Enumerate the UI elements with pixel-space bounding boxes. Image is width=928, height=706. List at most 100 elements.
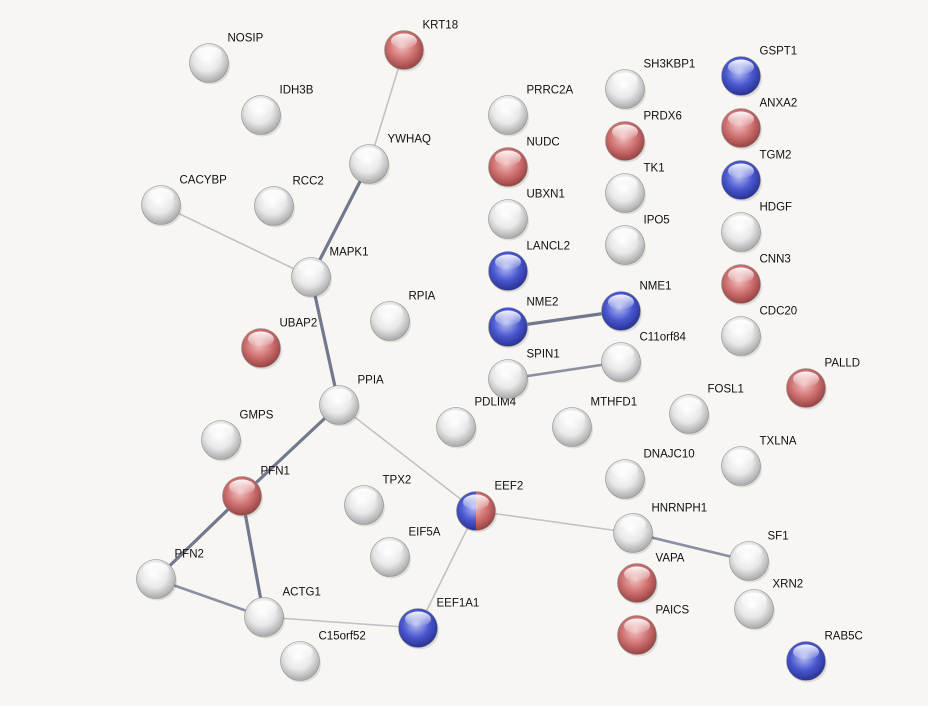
edge-krt18-ywhaq bbox=[368, 49, 405, 165]
node-label: EEF2 bbox=[495, 481, 524, 493]
node-rab5c[interactable]: RAB5C bbox=[786, 631, 863, 683]
node-ubap2[interactable]: UBAP2 bbox=[241, 318, 318, 370]
node-label: PRDX6 bbox=[644, 111, 682, 123]
node-label: DNAJC10 bbox=[644, 449, 695, 461]
node-vapa[interactable]: VAPA bbox=[617, 553, 685, 605]
node-label: CACYBP bbox=[180, 175, 228, 187]
node-spin1[interactable]: SPIN1 bbox=[488, 349, 560, 401]
node-cdc20[interactable]: CDC20 bbox=[721, 306, 798, 358]
node-label: NOSIP bbox=[228, 33, 264, 45]
node-gmps[interactable]: GMPS bbox=[201, 410, 274, 462]
node-prrc2a[interactable]: PRRC2A bbox=[488, 85, 574, 137]
node-label: PRRC2A bbox=[527, 85, 574, 97]
node-label: SPIN1 bbox=[527, 349, 560, 361]
node-label: VAPA bbox=[656, 553, 685, 565]
node-ipo5[interactable]: IPO5 bbox=[605, 215, 670, 267]
node-label: PPIA bbox=[358, 375, 385, 387]
node-label: TXLNA bbox=[760, 436, 797, 448]
node-pfn1[interactable]: PFN1 bbox=[222, 466, 290, 518]
edge-mapk1-ppia bbox=[309, 275, 341, 407]
node-label: SH3KBP1 bbox=[644, 59, 696, 71]
edge-eef2-hnrnph1 bbox=[475, 510, 634, 534]
node-eif5a[interactable]: EIF5A bbox=[370, 527, 441, 579]
node-label: PFN1 bbox=[261, 466, 290, 478]
node-ywhaq[interactable]: YWHAQ bbox=[349, 134, 432, 186]
edge-cacybp-mapk1 bbox=[160, 204, 312, 278]
node-label: UBAP2 bbox=[280, 318, 318, 330]
edge-ppia-eef2 bbox=[338, 404, 477, 512]
node-label: EEF1A1 bbox=[437, 598, 480, 610]
node-nme2[interactable]: NME2 bbox=[488, 297, 559, 349]
node-label: MAPK1 bbox=[330, 247, 369, 259]
node-pdlim4[interactable]: PDLIM4 bbox=[436, 397, 517, 449]
node-label: HNRNPH1 bbox=[652, 503, 708, 515]
node-dnajc10[interactable]: DNAJC10 bbox=[605, 449, 695, 501]
node-label: LANCL2 bbox=[527, 241, 570, 253]
node-nudc[interactable]: NUDC bbox=[488, 137, 560, 189]
edge-pfn1-actg1 bbox=[240, 494, 266, 619]
node-rpia[interactable]: RPIA bbox=[370, 291, 436, 343]
node-ppia[interactable]: PPIA bbox=[319, 375, 385, 427]
node-idh3b[interactable]: IDH3B bbox=[241, 85, 314, 137]
node-label: SF1 bbox=[768, 531, 789, 543]
node-ubxn1[interactable]: UBXN1 bbox=[488, 189, 565, 241]
node-label: YWHAQ bbox=[388, 134, 432, 146]
node-label: PAICS bbox=[656, 605, 690, 617]
node-fosl1[interactable]: FOSL1 bbox=[669, 384, 744, 436]
node-cnn3[interactable]: CNN3 bbox=[721, 254, 791, 306]
node-rcc2[interactable]: RCC2 bbox=[254, 176, 324, 228]
node-label: CDC20 bbox=[760, 306, 798, 318]
node-label: C15orf52 bbox=[319, 631, 366, 643]
node-label: PALLD bbox=[825, 358, 861, 370]
edge-hnrnph1-sf1 bbox=[631, 531, 751, 563]
edge-pfn1-pfn2 bbox=[154, 494, 244, 581]
node-label: NUDC bbox=[527, 137, 560, 149]
node-sf1[interactable]: SF1 bbox=[729, 531, 789, 583]
edge-ywhaq-mapk1 bbox=[309, 162, 371, 279]
node-pfn2[interactable]: PFN2 bbox=[136, 549, 204, 601]
node-label: TK1 bbox=[644, 163, 665, 175]
edge-actg1-eef1a1 bbox=[263, 616, 419, 629]
node-sh3kbp1[interactable]: SH3KBP1 bbox=[605, 59, 696, 111]
node-c15orf52[interactable]: C15orf52 bbox=[280, 631, 366, 683]
node-label: PDLIM4 bbox=[475, 397, 517, 409]
node-cacybp[interactable]: CACYBP bbox=[141, 175, 228, 227]
node-nosip[interactable]: NOSIP bbox=[189, 33, 264, 85]
node-palld[interactable]: PALLD bbox=[786, 358, 861, 410]
node-label: ANXA2 bbox=[760, 98, 798, 110]
node-mthfd1[interactable]: MTHFD1 bbox=[552, 397, 638, 449]
node-label: TGM2 bbox=[760, 150, 792, 162]
node-gspt1[interactable]: GSPT1 bbox=[721, 46, 798, 98]
edge-eef1a1-eef2 bbox=[417, 510, 477, 629]
node-label: RPIA bbox=[409, 291, 436, 303]
node-c11orf84[interactable]: C11orf84 bbox=[601, 332, 687, 384]
node-lancl2[interactable]: LANCL2 bbox=[488, 241, 570, 293]
node-label: KRT18 bbox=[423, 20, 459, 32]
node-txlna[interactable]: TXLNA bbox=[721, 436, 797, 488]
node-label: NME2 bbox=[527, 297, 559, 309]
node-mapk1[interactable]: MAPK1 bbox=[291, 247, 369, 299]
node-label: EIF5A bbox=[409, 527, 441, 539]
node-eef2[interactable]: EEF2 bbox=[456, 481, 524, 533]
node-actg1[interactable]: ACTG1 bbox=[244, 587, 321, 639]
node-label: HDGF bbox=[760, 202, 793, 214]
node-label: NME1 bbox=[640, 281, 672, 293]
node-nme1[interactable]: NME1 bbox=[601, 281, 672, 333]
node-label: UBXN1 bbox=[527, 189, 565, 201]
node-anxa2[interactable]: ANXA2 bbox=[721, 98, 798, 150]
node-paics[interactable]: PAICS bbox=[617, 605, 690, 657]
node-tpx2[interactable]: TPX2 bbox=[344, 475, 412, 527]
node-hdgf[interactable]: HDGF bbox=[721, 202, 793, 254]
node-tk1[interactable]: TK1 bbox=[605, 163, 665, 215]
node-eef1a1[interactable]: EEF1A1 bbox=[398, 598, 480, 650]
node-krt18[interactable]: KRT18 bbox=[384, 20, 459, 72]
node-hnrnph1[interactable]: HNRNPH1 bbox=[613, 503, 708, 555]
node-tgm2[interactable]: TGM2 bbox=[721, 150, 792, 202]
node-label: IDH3B bbox=[280, 85, 314, 97]
node-label: FOSL1 bbox=[708, 384, 744, 396]
node-prdx6[interactable]: PRDX6 bbox=[605, 111, 682, 163]
node-xrn2[interactable]: XRN2 bbox=[734, 579, 804, 631]
node-label: TPX2 bbox=[383, 475, 412, 487]
node-label: IPO5 bbox=[644, 215, 670, 227]
